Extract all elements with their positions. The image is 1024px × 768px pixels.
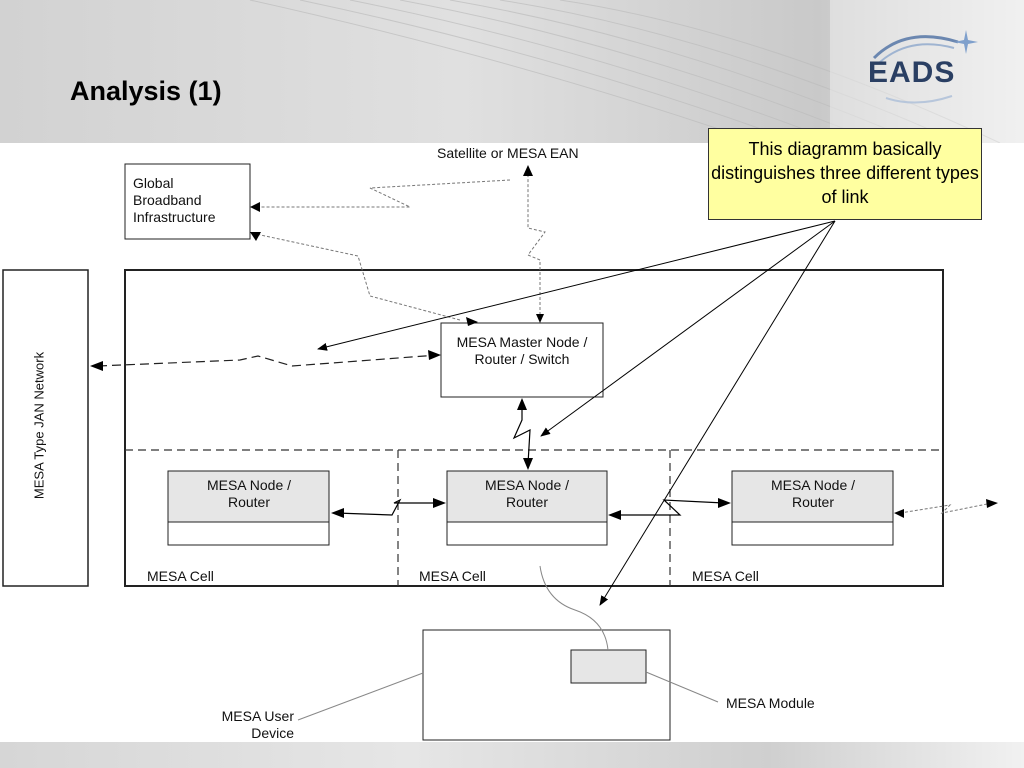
node-left-label: MESA Node / Router bbox=[206, 477, 292, 510]
callout-arrow-1 bbox=[317, 220, 836, 351]
user-device-label: MESA User Device bbox=[221, 708, 294, 741]
link-sat-master bbox=[527, 174, 546, 320]
satellite-label: Satellite or MESA EAN bbox=[437, 145, 579, 161]
link-sat-global bbox=[258, 179, 511, 208]
arrowhead-center-right-out bbox=[608, 510, 621, 520]
node-right-label: MESA Node / Router bbox=[770, 477, 856, 510]
jan-network-box bbox=[2, 269, 89, 587]
logo-text: EADS bbox=[868, 56, 956, 89]
cell-center-label: MESA Cell bbox=[419, 568, 486, 584]
device-leader bbox=[297, 672, 424, 721]
user-device-box bbox=[422, 629, 671, 741]
arrowhead-jan bbox=[90, 361, 103, 371]
callout-arrow-3 bbox=[599, 220, 836, 606]
jan-network-label: MESA Type JAN Network bbox=[31, 351, 47, 500]
arrowhead-master-left bbox=[428, 350, 441, 360]
eads-logo bbox=[872, 30, 978, 104]
global-infra-box bbox=[124, 163, 251, 240]
arrowhead-right-in bbox=[718, 498, 731, 508]
callout-note: This diagramm basically distinguishes th… bbox=[708, 128, 982, 220]
master-node-box bbox=[440, 322, 604, 398]
arrowhead-global-top bbox=[250, 202, 260, 212]
arrowhead-right-ext-out bbox=[986, 499, 998, 508]
main-area-box bbox=[124, 269, 944, 587]
arrowhead-sat-master bbox=[536, 314, 544, 323]
footer-band bbox=[0, 742, 1024, 768]
callout-arrow-2 bbox=[540, 220, 836, 437]
node-center-top bbox=[446, 470, 608, 523]
arrowhead-left-out bbox=[331, 508, 344, 518]
link-master-center bbox=[512, 400, 531, 465]
link-left-center bbox=[335, 498, 440, 516]
module-leader bbox=[645, 671, 719, 703]
master-node-label: MESA Master Node / Router / Switch bbox=[456, 334, 588, 367]
link-center-right bbox=[614, 499, 725, 516]
arrowhead-master-bottom bbox=[517, 398, 527, 410]
arrowhead-center-top bbox=[523, 458, 533, 470]
arrowhead-global-bottom bbox=[250, 232, 261, 241]
module-box bbox=[570, 649, 647, 684]
global-infra-label: Global Broadband Infrastructure bbox=[133, 175, 216, 225]
cell-left-label: MESA Cell bbox=[147, 568, 214, 584]
link-master-global bbox=[255, 233, 461, 321]
link-jan-master bbox=[97, 354, 439, 367]
node-right-top bbox=[731, 470, 894, 523]
arrowhead-center-left-in bbox=[433, 498, 446, 508]
cell-right-label: MESA Cell bbox=[692, 568, 759, 584]
header-decoration bbox=[249, 0, 1024, 143]
device-cable bbox=[539, 565, 609, 651]
module-label: MESA Module bbox=[726, 695, 815, 711]
arrowhead-sat bbox=[523, 165, 533, 176]
link-right-external bbox=[899, 502, 993, 514]
node-left-top bbox=[167, 470, 330, 523]
arrowhead-master-top bbox=[466, 317, 478, 326]
slide-title: Analysis (1) bbox=[70, 76, 222, 106]
node-center-label: MESA Node / Router bbox=[484, 477, 570, 510]
arrowhead-right-ext-in bbox=[894, 509, 904, 518]
